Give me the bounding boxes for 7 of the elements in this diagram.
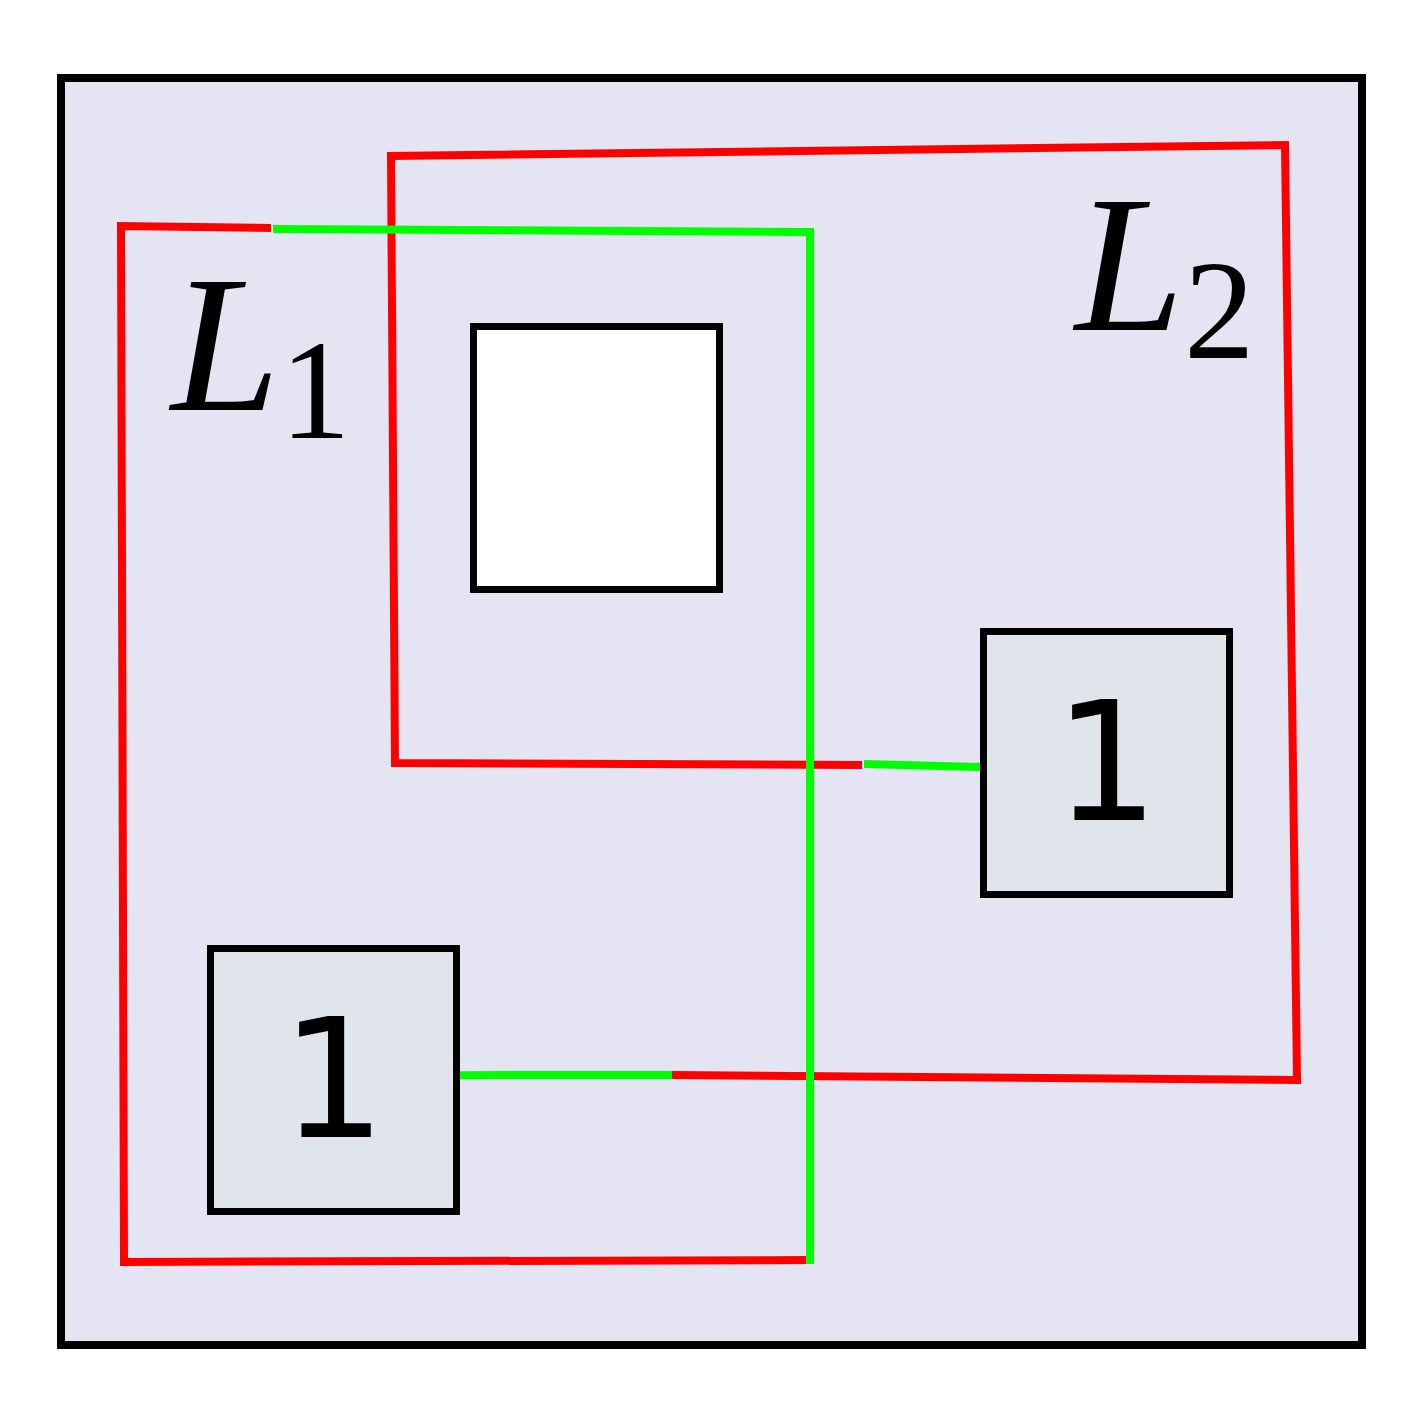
square-node [980, 628, 1233, 898]
number-label: 1 [281, 997, 386, 1163]
diagram-panel [57, 74, 1366, 1349]
connector-line [386, 140, 1302, 1085]
empty-square [470, 323, 723, 593]
square-node [207, 945, 460, 1215]
number-label: 1 [1054, 680, 1159, 846]
